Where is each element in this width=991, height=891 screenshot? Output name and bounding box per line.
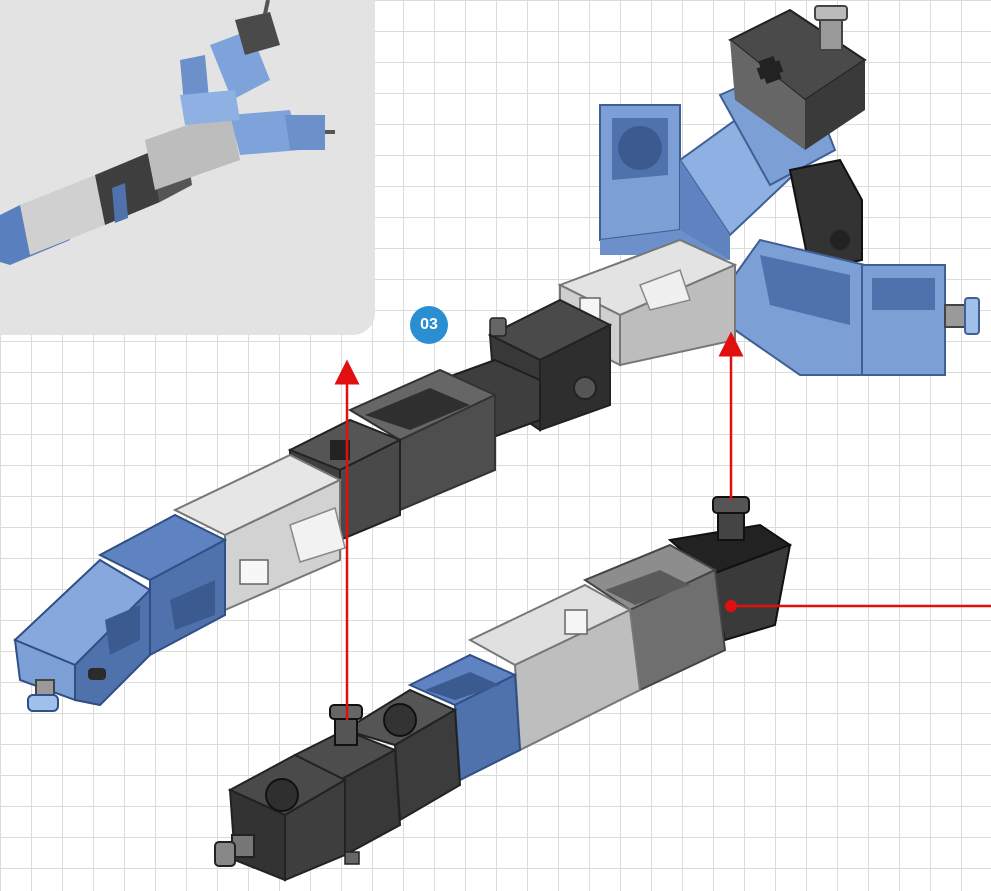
preview-thumbnail-icon [0, 0, 335, 265]
upper-arm-icon [13, 238, 738, 712]
tri-joint-icon [599, 5, 980, 376]
lower-bar-icon [214, 496, 793, 882]
assembly-arrows-icon [334, 331, 991, 720]
step-number-badge: 03 [410, 306, 448, 344]
